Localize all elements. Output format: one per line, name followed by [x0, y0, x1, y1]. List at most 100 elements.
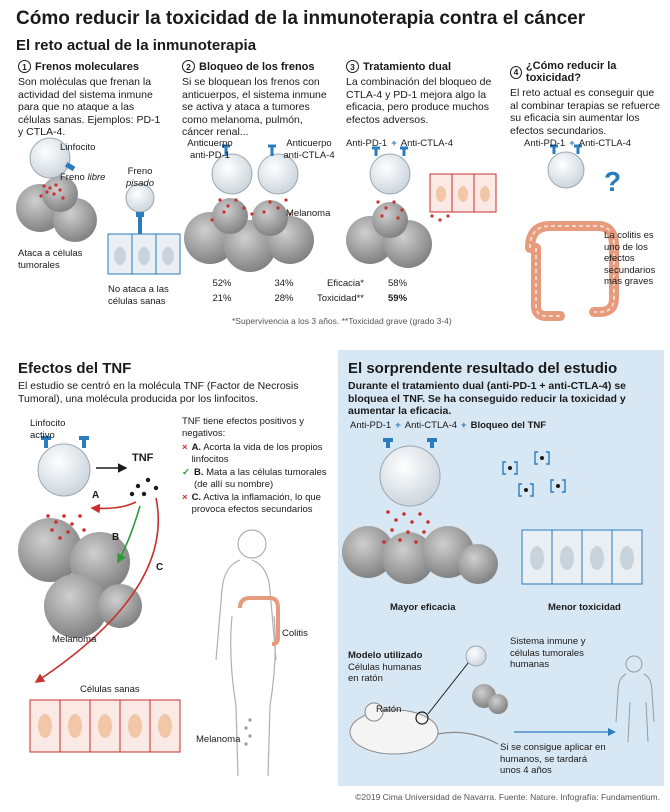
lymphocyte — [29, 137, 71, 179]
step-body: La combinación del bloqueo de CTLA-4 y P… — [346, 76, 492, 126]
effect-text: Mata a las células tumorales (de allí su… — [193, 467, 327, 490]
colon-icon — [238, 596, 280, 646]
label-celulas-sanas: Células sanas — [80, 684, 140, 695]
tnf-effect-b: ✓B. Mata a las células tumorales (de all… — [182, 467, 336, 490]
colon-icon — [525, 221, 619, 321]
stats-col-b: 34% 28% — [264, 278, 304, 304]
step-number: 2 — [182, 60, 195, 73]
label-raton: Ratón — [376, 704, 402, 715]
label-linfocito: Linfocito — [60, 142, 96, 153]
question-mark-icon: ? — [604, 166, 622, 197]
label-ataca: Ataca a células tumorales — [18, 248, 83, 271]
tumor-cell — [212, 198, 248, 234]
label-pisado: pisado — [126, 177, 154, 189]
modelo-block: Modelo utilizado Células humanas en rató… — [348, 650, 428, 685]
healthy-cells-damaged — [429, 173, 497, 213]
dual-antibodies-4: Anti-PD-1 + Anti-CTLA-4 — [524, 138, 631, 150]
stats-col-c: 58% 59% — [388, 278, 428, 304]
label-tnf: TNF — [132, 452, 154, 464]
label-bloqueo-tnf: Bloqueo del TNF — [470, 420, 547, 431]
lymphocyte — [211, 153, 253, 195]
colitis-note: La colitis es uno de los efectos secunda… — [604, 230, 656, 287]
label-menor-toxicidad: Menor toxicidad — [548, 602, 621, 613]
brake-receptor — [65, 162, 76, 172]
stat-value: 21% — [212, 292, 232, 304]
stat-value: 52% — [212, 278, 232, 289]
dual-antibodies: Anti-PD-1 + Anti-CTLA-4 — [346, 138, 453, 150]
tumor-cell — [458, 544, 498, 584]
tnf-effect-c: ×C. Activa la inflamación, lo que provoc… — [182, 492, 336, 515]
tumor-cell — [252, 200, 288, 236]
label-anti-pd1: Anti-PD-1 — [346, 138, 388, 149]
result-title: El sorprendente resultado del estudio — [348, 360, 618, 377]
step-3: 3 Tratamiento dual La combinación del blo… — [346, 60, 496, 126]
footer-credit: ©2019 Cima Universidad de Navarra. Fuent… — [355, 792, 660, 802]
label-freno: Freno — [60, 172, 88, 183]
plus-icon: + — [395, 420, 401, 431]
check-icon: ✓ — [182, 467, 190, 478]
label-colitis: Colitis — [282, 628, 308, 639]
lymphocyte — [369, 153, 411, 195]
result-antibodies: Anti-PD-1 + Anti-CTLA-4 + Bloqueo del TN… — [350, 420, 546, 432]
label-no-ataca: No ataca a las células sanas — [108, 284, 169, 307]
modelo-body: Células humanas en ratón — [348, 661, 422, 685]
magnifier-icon — [415, 711, 429, 725]
label-freno-libre: Freno libre — [60, 172, 105, 184]
healthy-cells — [107, 233, 181, 275]
label-anti-ctla4: Anti-CTLA-4 — [400, 138, 454, 149]
mouse-icon — [349, 702, 499, 755]
step-body: Si se bloquean los frenos con anticuerpo… — [182, 76, 327, 138]
tnf-illustration — [18, 436, 280, 777]
stat-value-highlight: 59% — [388, 292, 408, 304]
effect-letter: A. — [191, 442, 202, 453]
label-melanoma: Melanoma — [286, 208, 331, 219]
step3-illustration — [346, 146, 497, 268]
step-body: El reto actual es conseguir que al combi… — [510, 87, 660, 137]
tumor-cell — [42, 176, 78, 212]
x-icon: × — [182, 442, 188, 453]
stat-value: 28% — [274, 292, 294, 304]
step-title: Tratamiento dual — [363, 60, 452, 73]
healthy-cells — [521, 529, 643, 585]
modelo-title: Modelo utilizado — [348, 650, 423, 661]
lymphocyte — [379, 445, 441, 507]
result-illustration — [342, 438, 655, 755]
stats-footnote: *Supervivencia a los 3 años. **Toxicidad… — [232, 316, 452, 326]
effect-letter: C. — [191, 492, 202, 503]
step4-illustration — [525, 144, 619, 321]
tumor-cell — [372, 202, 408, 238]
stat-label: Toxicidad** — [317, 292, 364, 304]
step-title: ¿Cómo reducir la toxicidad? — [525, 60, 617, 84]
label-anti-ctla4: Anti-CTLA-4 — [404, 420, 458, 431]
step-number: 3 — [346, 60, 359, 73]
effect-letter: B. — [193, 467, 204, 478]
label-melanoma: Melanoma — [52, 634, 97, 645]
tnf-title: Efectos del TNF — [18, 360, 132, 377]
label-freno-word: Freno — [127, 166, 153, 177]
plus-icon: + — [391, 138, 397, 149]
page-title: Cómo reducir la toxicidad de la inmunote… — [16, 8, 586, 29]
human-silhouette-icon — [615, 655, 655, 743]
effect-text: Acorta la vida de los propios linfocitos — [191, 442, 323, 465]
label-anti-pd1: Anti-PD-1 — [524, 138, 566, 149]
tumor-cell — [98, 584, 142, 628]
blocked-tnf-icons — [502, 451, 566, 497]
stats-labels: Eficacia* Toxicidad** — [306, 278, 364, 304]
tumor-cell — [18, 518, 82, 582]
human-body-icon — [215, 529, 277, 777]
label-mayor-eficacia: Mayor eficacia — [390, 602, 456, 613]
lymphocyte — [37, 443, 91, 497]
tumor-cell — [342, 526, 394, 578]
label-anticuerpo-pd1: Anticuerpo anti-PD-1 — [187, 138, 233, 161]
label-linfocito-activo: Linfocito activo — [30, 418, 66, 441]
step-number: 4 — [510, 65, 522, 79]
result-intro: Durante el tratamiento dual (anti-PD-1 +… — [348, 380, 626, 417]
label-arrow-c: C — [156, 562, 164, 573]
immune-cluster-icon — [465, 645, 487, 667]
step-title: Frenos moleculares — [35, 60, 139, 73]
lymphocyte — [547, 151, 585, 189]
label-anti-ctla4: Anti-CTLA-4 — [578, 138, 632, 149]
tumor-cell — [44, 574, 108, 638]
